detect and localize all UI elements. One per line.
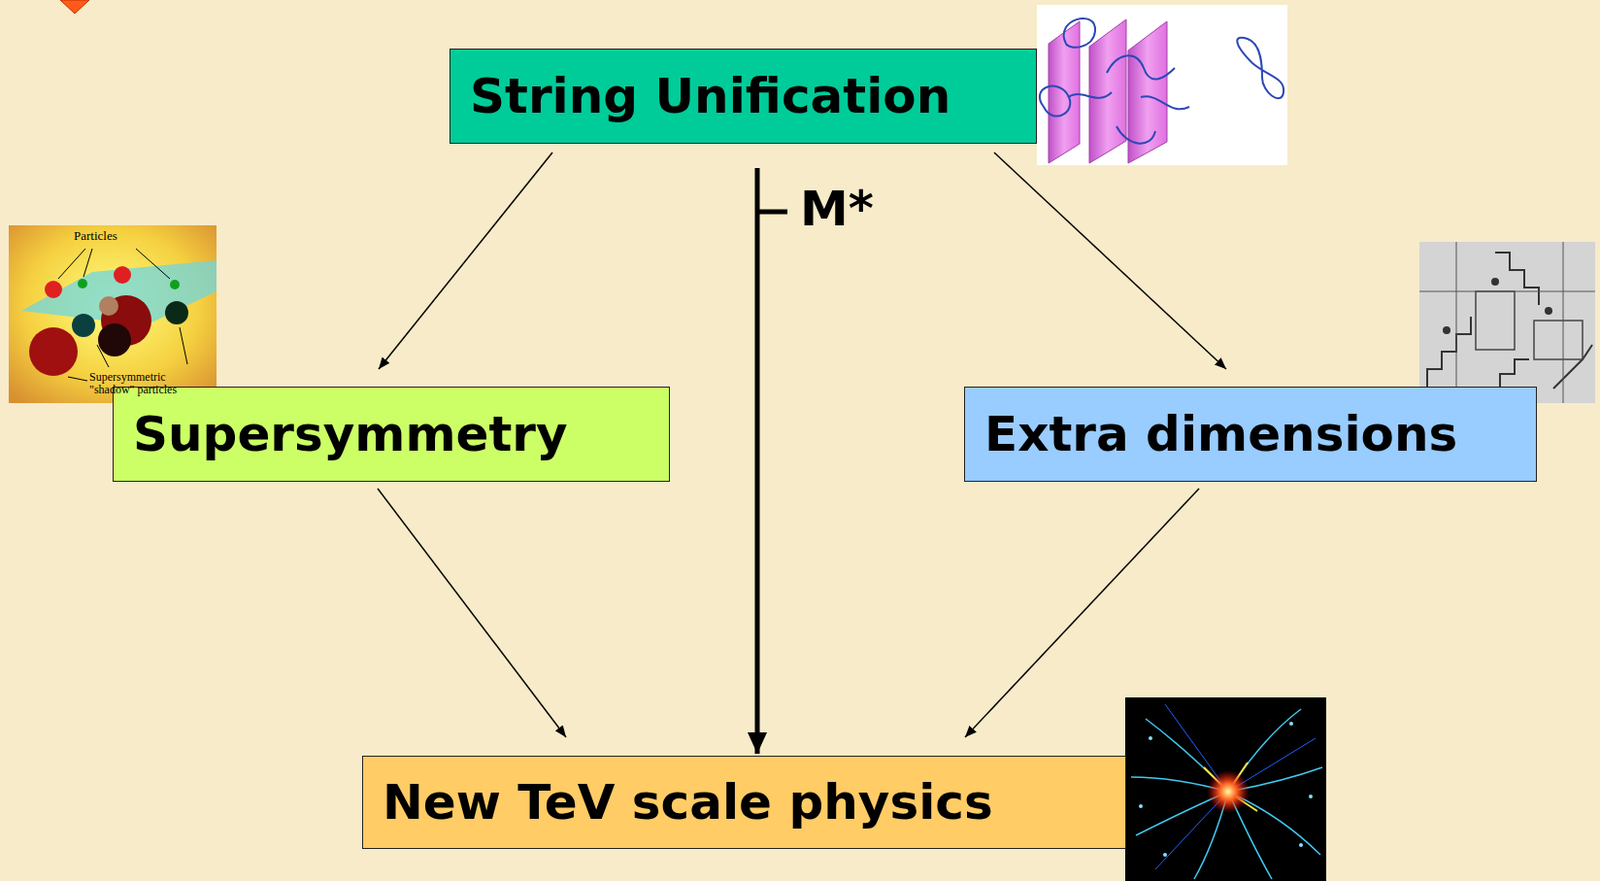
- concept-box: Supersymmetry: [112, 386, 670, 482]
- box-title: Supersymmetry: [133, 407, 568, 462]
- scale-tick: [757, 209, 788, 215]
- picture-caption: Supersymmetric "shadow" particles: [89, 370, 195, 396]
- brane-picture: [1036, 4, 1288, 166]
- picture-caption: Particles: [73, 229, 118, 243]
- concept-box: New TeV scale physics: [362, 755, 1127, 849]
- box-title: String Unification: [469, 69, 951, 124]
- box-title: Extra dimensions: [984, 407, 1458, 462]
- connector-arrow: [378, 152, 553, 369]
- particles-picture: [8, 225, 217, 403]
- concept-box: Extra dimensions: [964, 386, 1537, 482]
- stairs-picture: [1419, 241, 1596, 403]
- box-title: New TeV scale physics: [382, 775, 994, 830]
- connector-arrow: [755, 167, 761, 754]
- corner-bullet: [60, 0, 90, 14]
- connector-arrow: [994, 152, 1227, 369]
- connector-arrow: [377, 488, 567, 737]
- concept-box: String Unification: [449, 48, 1037, 144]
- collision-picture: [1125, 697, 1327, 881]
- connector-arrow: [965, 488, 1200, 737]
- scale-label: M*: [800, 182, 874, 236]
